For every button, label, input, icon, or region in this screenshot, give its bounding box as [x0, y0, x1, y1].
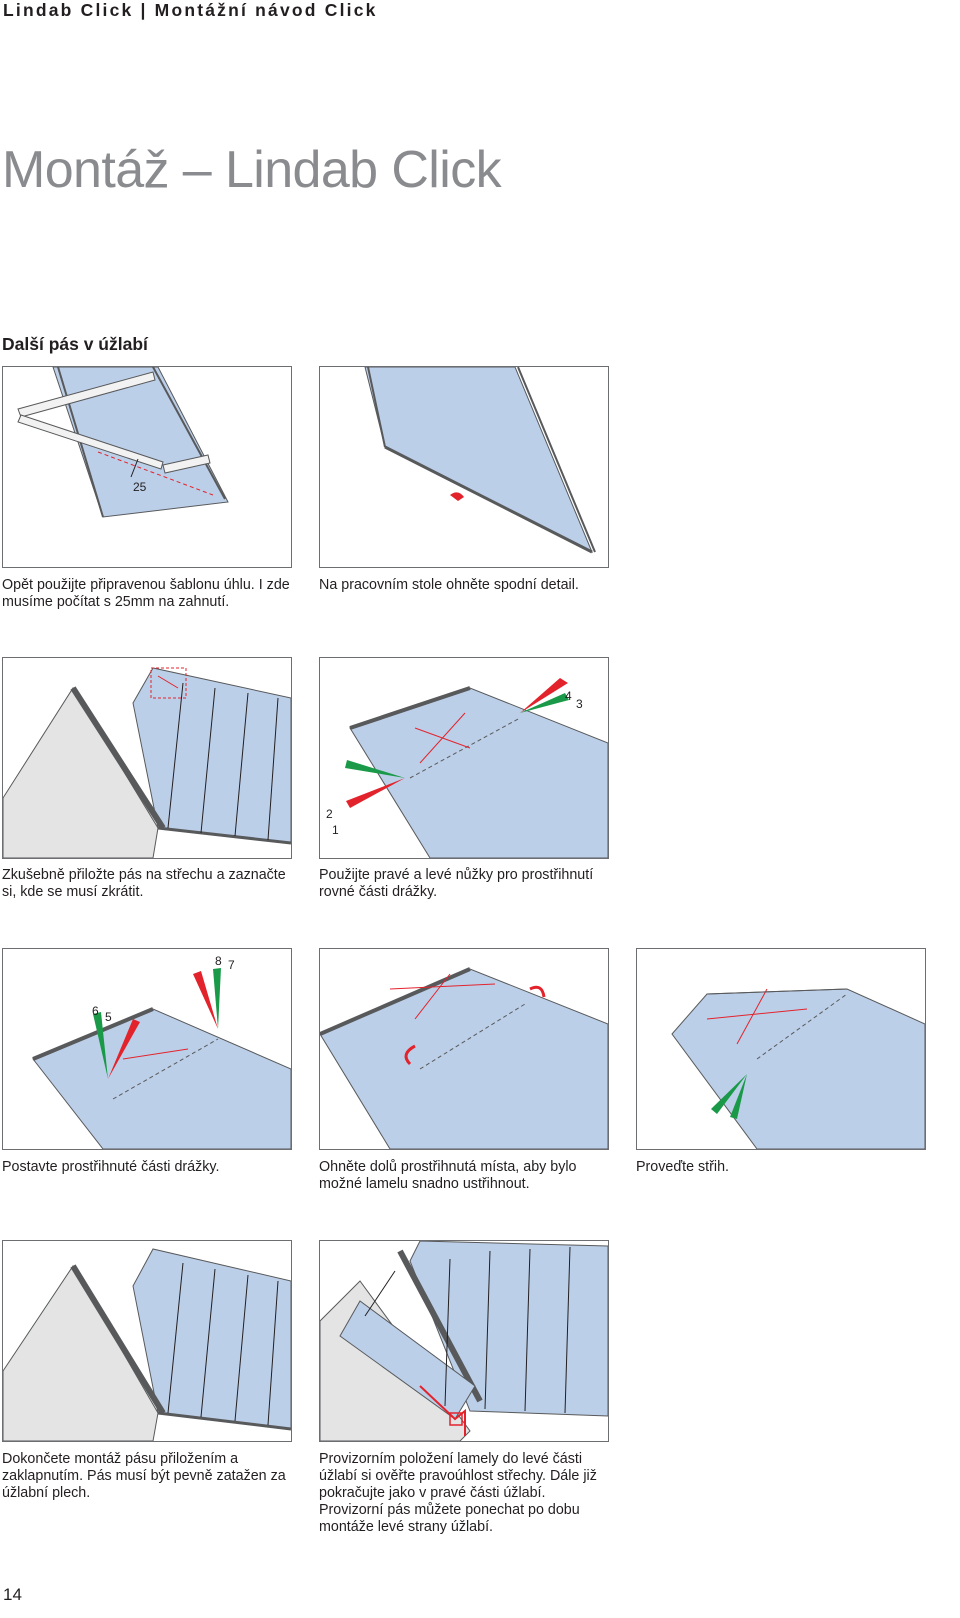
- step-1-caption: Opět použijte připravenou šablonu úhlu. …: [2, 577, 290, 610]
- step-6-caption: Ohněte dolů prostřihnutá místa, aby bylo…: [319, 1159, 577, 1192]
- step-3-caption: Zkušebně přiložte pás na střechu a zazna…: [2, 867, 286, 900]
- page-header: Lindab Click | Montážní návod Click: [3, 0, 378, 20]
- step-1-dimension-label: 25: [133, 480, 147, 494]
- section-heading: Další pás v úžlabí: [2, 334, 148, 354]
- step-3-illustration: [2, 657, 292, 859]
- step-5-label-7: 7: [228, 958, 235, 972]
- step-9-illustration: [319, 1240, 609, 1442]
- step-5-label-5: 5: [105, 1010, 112, 1024]
- step-2-illustration: [319, 366, 609, 568]
- step-2-caption: Na pracovním stole ohněte spodní detail.: [319, 577, 579, 593]
- step-5-label-8: 8: [215, 954, 222, 968]
- step-4-caption: Použijte pravé a levé nůžky pro prostřih…: [319, 867, 594, 900]
- step-7-caption: Proveďte střih.: [636, 1159, 730, 1175]
- step-9-caption: Provizorním položení lamely do levé část…: [319, 1451, 597, 1535]
- page-title: Montáž – Lindab Click: [2, 141, 502, 199]
- page-number: 14: [3, 1585, 22, 1604]
- step-1-illustration: 25: [2, 366, 292, 568]
- step-6-illustration: [319, 948, 609, 1150]
- step-8-illustration: [2, 1240, 292, 1442]
- step-7-illustration: [636, 948, 926, 1150]
- step-5-label-6: 6: [92, 1004, 99, 1018]
- step-4-label-3: 3: [576, 697, 583, 711]
- step-5-illustration: 8 7 6 5: [2, 948, 292, 1150]
- step-8-caption: Dokončete montáž pásu přiložením a zakla…: [2, 1451, 286, 1501]
- step-4-label-1: 1: [332, 823, 339, 837]
- step-4-illustration: 4 3 2 1: [319, 657, 609, 859]
- step-4-label-4: 4: [565, 689, 572, 703]
- step-5-caption: Postavte prostřihnuté části drážky.: [2, 1159, 220, 1175]
- step-4-label-2: 2: [326, 807, 333, 821]
